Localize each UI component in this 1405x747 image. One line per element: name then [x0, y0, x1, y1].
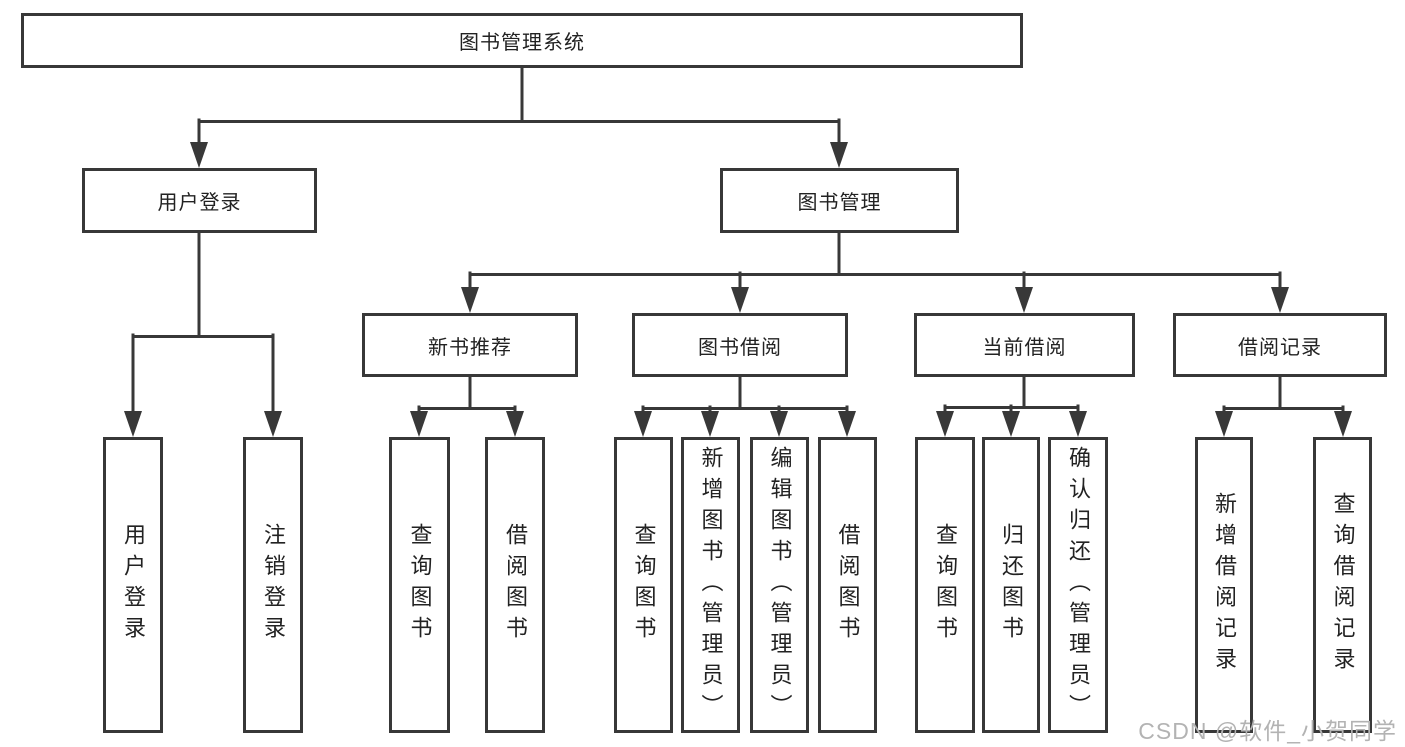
- leaf-query-books-current-label: 查询图书: [933, 523, 958, 647]
- leaf-edit-books-admin: 编辑图书（管理员）: [750, 437, 809, 733]
- leaf-borrow-books-recommend-label: 借阅图书: [503, 523, 528, 647]
- node-new-book-recommend: 新书推荐: [362, 313, 578, 377]
- node-new-book-recommend-label: 新书推荐: [428, 336, 512, 359]
- node-current-borrow-label: 当前借阅: [982, 336, 1067, 359]
- leaf-confirm-return-admin-label: 确认归还（管理员）: [1066, 445, 1091, 725]
- leaf-return-books: 归还图书: [982, 437, 1040, 733]
- node-borrow-records-label: 借阅记录: [1238, 336, 1322, 359]
- node-current-borrow: 当前借阅: [914, 313, 1135, 377]
- csdn-watermark: CSDN @软件_小贺同学: [1138, 718, 1397, 744]
- leaf-user-login-label: 用户登录: [121, 523, 146, 647]
- node-library-management-system-label: 图书管理系统: [459, 32, 585, 54]
- leaf-borrow-books: 借阅图书: [818, 437, 877, 733]
- leaf-query-borrow-record-label: 查询借阅记录: [1330, 492, 1356, 678]
- node-book-management: 图书管理: [720, 168, 959, 233]
- node-book-borrow-label: 图书借阅: [698, 336, 782, 359]
- node-user-login-label: 用户登录: [157, 192, 242, 214]
- node-borrow-records: 借阅记录: [1173, 313, 1387, 377]
- node-book-borrow: 图书借阅: [632, 313, 848, 377]
- leaf-add-books-admin-label: 新增图书（管理员）: [698, 445, 724, 725]
- node-book-management-label: 图书管理: [797, 192, 882, 214]
- leaf-logout-label: 注销登录: [261, 523, 286, 647]
- leaf-query-books-borrow-label: 查询图书: [631, 523, 657, 647]
- leaf-add-borrow-record: 新增借阅记录: [1195, 437, 1253, 733]
- leaf-confirm-return-admin: 确认归还（管理员）: [1048, 437, 1108, 733]
- leaf-user-login: 用户登录: [103, 437, 163, 733]
- leaf-query-books-borrow: 查询图书: [614, 437, 673, 733]
- node-user-login: 用户登录: [82, 168, 317, 233]
- leaf-query-books-recommend-label: 查询图书: [407, 523, 433, 647]
- leaf-add-borrow-record-label: 新增借阅记录: [1212, 492, 1237, 678]
- leaf-query-books-current: 查询图书: [915, 437, 975, 733]
- leaf-query-books-recommend: 查询图书: [389, 437, 450, 733]
- leaf-edit-books-admin-label: 编辑图书（管理员）: [767, 445, 793, 725]
- node-library-management-system: 图书管理系统: [21, 13, 1023, 68]
- leaf-borrow-books-label: 借阅图书: [835, 523, 861, 647]
- leaf-query-borrow-record: 查询借阅记录: [1313, 437, 1372, 733]
- leaf-return-books-label: 归还图书: [999, 523, 1024, 647]
- leaf-add-books-admin: 新增图书（管理员）: [681, 437, 740, 733]
- leaf-borrow-books-recommend: 借阅图书: [485, 437, 545, 733]
- leaf-logout: 注销登录: [243, 437, 303, 733]
